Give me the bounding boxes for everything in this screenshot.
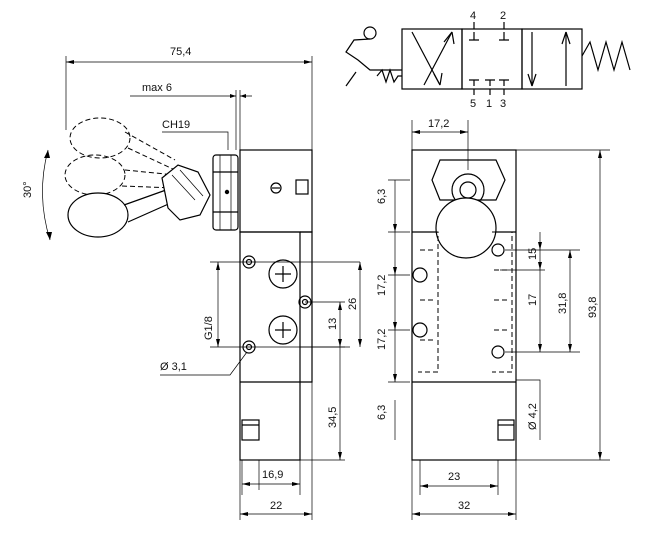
side-port-upper xyxy=(412,267,428,283)
side-dimensions: 17,2 6,3 17,2 17,2 6,3 15 17 31,8 93,8 Ø… xyxy=(376,118,610,520)
dim-ch19: CH19 xyxy=(162,119,190,131)
base-slot xyxy=(241,419,260,441)
dim-side-32: 32 xyxy=(458,500,470,512)
dim-max-6: max 6 xyxy=(142,82,172,94)
port-label-3: 3 xyxy=(500,98,506,110)
side-hex-nut xyxy=(431,159,506,201)
front-dimensions: 75,4 max 6 CH19 30° G1/8 Ø 3,1 26 13 3 xyxy=(22,46,362,520)
dim-13: 13 xyxy=(327,318,339,330)
port-label-5: 5 xyxy=(470,98,476,110)
head-screw xyxy=(270,182,282,194)
dim-side-6-3-bottom: 6,3 xyxy=(376,405,388,420)
valve-body xyxy=(239,231,301,461)
dim-30-deg: 30° xyxy=(22,181,34,198)
lever-linkage-symbol xyxy=(345,38,402,71)
port-lower xyxy=(268,315,298,345)
lever-knob-symbol xyxy=(363,26,377,40)
valve-box-right xyxy=(521,28,583,90)
side-port-lower xyxy=(412,322,428,338)
lever-ball-alt-1 xyxy=(69,117,131,159)
dim-side-31-8: 31,8 xyxy=(557,293,569,314)
left-spring-symbol xyxy=(376,68,402,84)
dim-side-6-3-top: 6,3 xyxy=(376,189,388,204)
dim-side-d4-2: Ø 4,2 xyxy=(527,403,539,430)
side-hole-upper xyxy=(491,243,505,257)
dim-side-93-8: 93,8 xyxy=(587,297,599,318)
lever-ball xyxy=(67,192,129,238)
side-hole-lower xyxy=(491,345,505,359)
port-upper xyxy=(268,259,298,289)
lever-ball-alt-2 xyxy=(64,154,126,196)
port-label-4: 4 xyxy=(470,10,476,22)
side-base-slot xyxy=(497,419,515,441)
dim-g1-8: G1/8 xyxy=(203,316,215,340)
dim-75-4: 75,4 xyxy=(170,46,191,58)
valve-symbol: 4 2 5 1 3 xyxy=(345,10,631,110)
right-spring-symbol xyxy=(581,39,631,73)
dim-side-17: 17 xyxy=(527,294,539,306)
front-view xyxy=(64,117,313,461)
dim-d3-1: Ø 3,1 xyxy=(160,361,187,373)
valve-head xyxy=(239,149,313,233)
dim-side-17-2-b: 17,2 xyxy=(376,329,388,350)
dim-side-17-2: 17,2 xyxy=(428,118,449,130)
port-label-2: 2 xyxy=(500,10,506,22)
side-view xyxy=(411,149,517,461)
dim-22: 22 xyxy=(270,500,282,512)
dim-side-23: 23 xyxy=(448,471,460,483)
dim-34-5: 34,5 xyxy=(327,407,339,428)
side-body xyxy=(411,149,517,461)
dim-16-9: 16,9 xyxy=(262,469,283,481)
dim-side-17-2-a: 17,2 xyxy=(376,275,388,296)
port-label-1: 1 xyxy=(486,98,492,110)
lever-hub xyxy=(161,164,211,221)
dim-side-15: 15 xyxy=(527,248,539,260)
dim-26: 26 xyxy=(347,298,359,310)
side-lever-ball xyxy=(435,197,497,259)
